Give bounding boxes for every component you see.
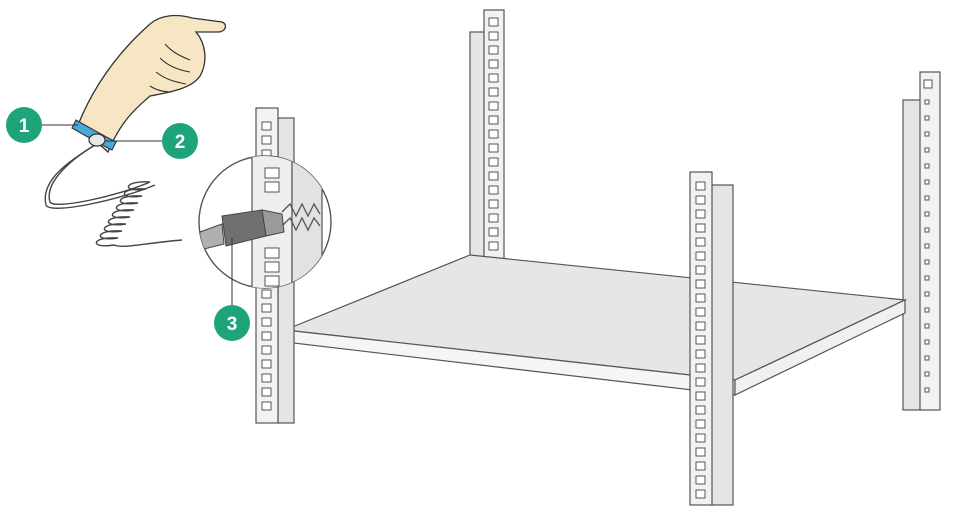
rack-hole	[924, 259, 930, 265]
callout-label-1: 1	[19, 116, 30, 137]
rack-hole	[488, 129, 499, 139]
rack-hole	[488, 185, 499, 195]
rack-hole	[488, 157, 499, 167]
rack-hole	[488, 17, 499, 27]
rack-hole	[924, 99, 930, 105]
rack-hole	[924, 163, 930, 169]
rack-post-back-right	[902, 71, 941, 411]
rack-hole	[695, 293, 706, 303]
rack-hole	[261, 135, 272, 145]
magnified-plug-inset	[198, 155, 332, 289]
rack-hole	[261, 359, 272, 369]
rack-hole	[924, 323, 930, 329]
rack-hole	[695, 195, 706, 205]
rack-post-holes	[924, 99, 930, 393]
rack-hole	[488, 241, 499, 251]
rack-hole	[261, 331, 272, 341]
rack-hole	[924, 339, 930, 345]
coiled-grounding-cable	[44, 141, 183, 248]
callout-label-3: 3	[227, 314, 238, 335]
rack-hole	[488, 199, 499, 209]
rack-hole	[488, 87, 499, 97]
rack-hole	[488, 213, 499, 223]
rack-hole	[924, 275, 930, 281]
rack-hole	[488, 45, 499, 55]
rack-hole	[924, 307, 930, 313]
rack-hole	[924, 291, 930, 297]
rack-hole	[924, 211, 930, 217]
rack-shelf	[284, 254, 908, 396]
rack-hole	[695, 279, 706, 289]
rack-hole	[924, 371, 930, 377]
rack-post-back-left	[469, 9, 505, 263]
rack-hole	[695, 405, 706, 415]
rack-hole	[261, 289, 272, 299]
rack-hole	[488, 143, 499, 153]
rack-hole	[695, 181, 706, 191]
rack-hole	[924, 115, 930, 121]
callout-badge-1: 1	[6, 107, 42, 143]
grounding-plug-icon	[199, 209, 285, 251]
hand-with-wrist-strap-icon	[71, 14, 227, 154]
rack-hole	[261, 303, 272, 313]
rack-hole	[695, 447, 706, 457]
rack-hole	[924, 147, 930, 153]
rack-hole	[695, 237, 706, 247]
rack-hole	[695, 307, 706, 317]
rack-hole	[488, 171, 499, 181]
rack-hole	[261, 373, 272, 383]
rack-post-holes	[695, 181, 706, 499]
rack-hole	[695, 377, 706, 387]
rack-hole	[695, 391, 706, 401]
rack-hole	[695, 461, 706, 471]
rack-hole	[261, 387, 272, 397]
rack-hole	[488, 31, 499, 41]
rack-hole	[924, 131, 930, 137]
rack-hole	[695, 223, 706, 233]
rack-hole	[695, 349, 706, 359]
rack-post-front-right	[689, 171, 734, 506]
rack-hole	[924, 179, 930, 185]
rack-hole	[695, 321, 706, 331]
rack-hole	[261, 317, 272, 327]
rack-hole	[488, 73, 499, 83]
rack-hole	[488, 227, 499, 237]
rack-hole	[488, 59, 499, 69]
rack-hole	[261, 345, 272, 355]
rack-hole	[695, 265, 706, 275]
rack-hole	[695, 489, 706, 499]
rack-hole	[695, 209, 706, 219]
rack-hole	[695, 363, 706, 373]
rack-hole	[488, 101, 499, 111]
rack-hole	[924, 387, 930, 393]
rack-hole	[924, 227, 930, 233]
rack-post-holes	[488, 17, 499, 251]
rack-hole	[695, 433, 706, 443]
callout-badge-3: 3	[214, 305, 250, 341]
rack-hole	[488, 115, 499, 125]
rack-hole	[924, 355, 930, 361]
rack-hole	[695, 335, 706, 345]
rack-hole	[924, 243, 930, 249]
rack-hole	[261, 401, 272, 411]
callout-badge-2: 2	[162, 123, 198, 159]
rack-hole	[695, 251, 706, 261]
rack-hole	[261, 121, 272, 131]
rack-hole	[695, 475, 706, 485]
callout-label-2: 2	[175, 132, 186, 153]
rack-hole	[924, 195, 930, 201]
rack-hole	[695, 419, 706, 429]
